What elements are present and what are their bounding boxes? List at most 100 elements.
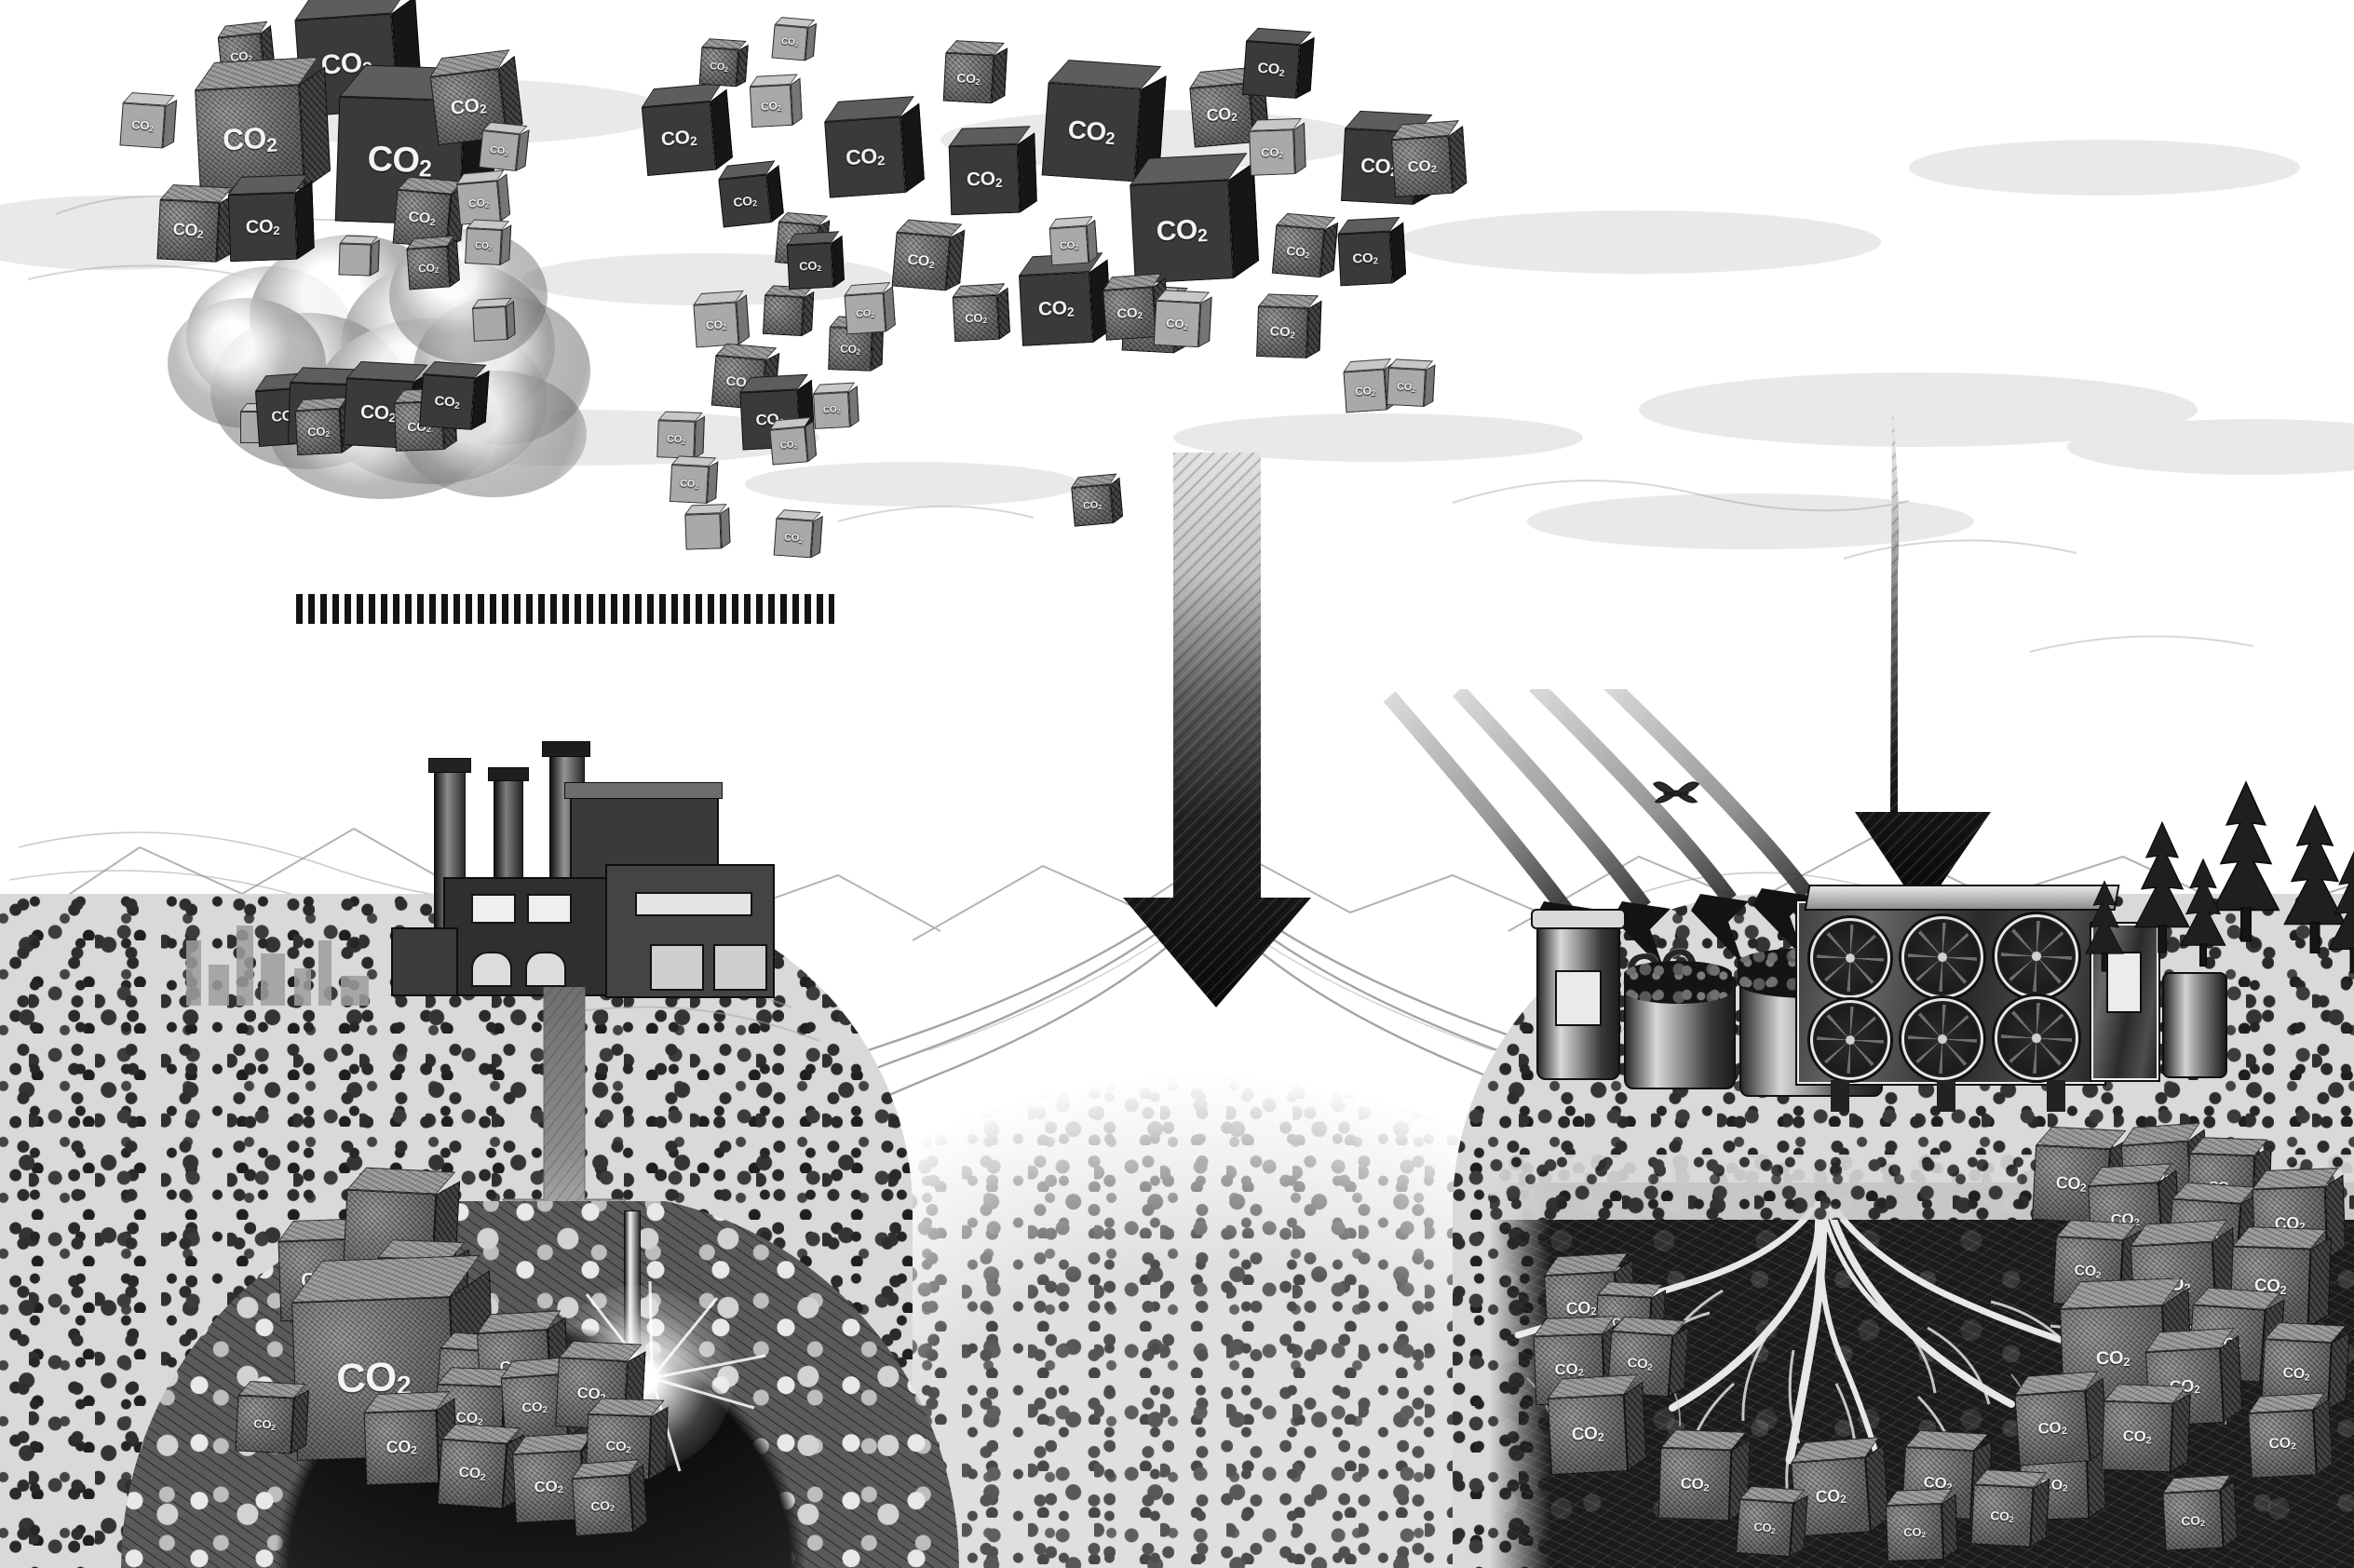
dac-fan-4	[1810, 1000, 1890, 1080]
dac-fan-5	[1901, 998, 1983, 1080]
co2-cube: CO2	[771, 17, 817, 61]
cube-front-face: CO2	[363, 1410, 440, 1486]
co2-cube-label: CO2	[222, 120, 277, 157]
co2-cube	[762, 285, 815, 337]
cube-front-face: CO2	[406, 246, 451, 291]
cube-front-face: CO2	[235, 1395, 294, 1454]
cube-side-face	[2313, 1399, 2334, 1476]
cube-front-face: CO2	[456, 181, 501, 225]
co2-cube: CO2	[844, 282, 896, 335]
cube-side-face	[720, 507, 731, 549]
cube-side-face	[1293, 122, 1306, 175]
co2-cube-label: CO2	[845, 143, 886, 170]
cube-front-face: CO2	[294, 408, 343, 456]
cube-front-face	[472, 306, 507, 342]
co2-cube-label: CO2	[1902, 1524, 1927, 1540]
dac-fan-3	[1995, 914, 2078, 998]
cube-front-face: CO2	[1242, 41, 1300, 99]
co2-cube-label: CO2	[955, 70, 981, 87]
cube-front-face: CO2	[1249, 129, 1295, 176]
cube-side-face	[2170, 1393, 2191, 1473]
co2-cube-label: CO2	[1066, 115, 1116, 149]
co2-cube-label: CO2	[366, 139, 432, 182]
co2-cube: CO2	[942, 40, 1008, 104]
co2-cube-label: CO2	[474, 240, 493, 253]
co2-cube-label: CO2	[2055, 1173, 2087, 1196]
co2-cube-label: CO2	[1155, 214, 1208, 248]
cube-front-face: CO2	[1130, 180, 1234, 284]
co2-cube-label: CO2	[1815, 1486, 1847, 1507]
cube-front-face: CO2	[1885, 1503, 1944, 1562]
conifer-tree	[2180, 858, 2226, 967]
conifer-tree	[2212, 780, 2280, 942]
co2-cube-label: CO2	[1680, 1474, 1710, 1494]
co2-cube-label: CO2	[966, 168, 1003, 191]
co2-cube: CO2	[641, 82, 733, 177]
cube-front-face: CO2	[1103, 287, 1157, 341]
biochar-heap-1	[1624, 961, 1732, 1004]
co2-cube: CO2	[1337, 216, 1406, 287]
cube-front-face: CO2	[2248, 1410, 2317, 1479]
cube-front-face: CO2	[942, 52, 994, 104]
co2-cube-label: CO2	[2095, 1347, 2131, 1370]
cube-front-face: CO2	[786, 242, 834, 291]
co2-cube-label: CO2	[1116, 304, 1143, 323]
cube-top-face	[588, 1398, 665, 1417]
cube-side-face	[847, 385, 859, 427]
co2-cube-label: CO2	[2036, 1418, 2068, 1439]
cube-front-face: CO2	[693, 302, 739, 348]
direct-air-capture-unit	[1797, 885, 2235, 1112]
co2-cube: CO2	[1736, 1485, 1808, 1557]
striped-band	[296, 594, 834, 624]
cube-front-face: CO2	[1048, 225, 1089, 266]
co2-cube: CO2	[1130, 153, 1259, 284]
co2-cube-label: CO2	[130, 117, 154, 134]
co2-cube: CO2	[456, 169, 511, 225]
cube-side-face	[2307, 1237, 2332, 1328]
cube-side-face	[2220, 1480, 2239, 1548]
co2-cube-label: CO2	[1406, 156, 1438, 177]
dac-leg-mid	[1937, 1080, 1955, 1112]
co2-cube: CO2	[1041, 60, 1167, 182]
co2-cube: CO2	[749, 74, 803, 128]
co2-cube: CO2	[1153, 290, 1212, 348]
co2-cube: CO2	[1271, 212, 1338, 278]
co2-cube-label: CO2	[1269, 323, 1295, 342]
cube-front-face	[684, 513, 722, 550]
dac-fan-6	[1995, 996, 2078, 1080]
dragonfly-icon	[1652, 781, 1700, 804]
cube-front-face: CO2	[641, 101, 717, 177]
co2-cube-label: CO2	[1351, 250, 1378, 267]
co2-cube-label: CO2	[760, 99, 782, 114]
co2-cube-label: CO2	[359, 401, 397, 426]
cube-front-face: CO2	[437, 1439, 507, 1509]
co2-cube-label: CO2	[467, 196, 490, 210]
co2-cube: CO2	[235, 1381, 310, 1454]
conifer-tree	[2283, 804, 2347, 953]
co2-cube: CO2	[363, 1391, 457, 1486]
cube-front-face: CO2	[1736, 1499, 1793, 1557]
cube-side-face	[1623, 1381, 1647, 1471]
cube-top-face	[2232, 1226, 2328, 1250]
co2-cube-label: CO2	[1626, 1355, 1653, 1373]
co2-cube-label: CO2	[2268, 1435, 2296, 1453]
cube-side-face	[2219, 1334, 2243, 1423]
cube-side-face	[1306, 300, 1322, 358]
co2-cube-label: CO2	[417, 261, 440, 276]
cube-front-face: CO2	[749, 84, 793, 128]
co2-cube	[338, 235, 380, 277]
co2-cube-label: CO2	[798, 258, 822, 274]
co2-cube: CO2	[227, 174, 315, 263]
co2-cube-label: CO2	[2180, 1512, 2206, 1529]
co2-cube: CO2	[119, 92, 178, 149]
co2-cube: CO2	[773, 509, 823, 559]
co2-cube-label: CO2	[1257, 61, 1285, 79]
conifer-tree	[2134, 820, 2190, 953]
cube-front-face: CO2	[718, 174, 772, 228]
cube-side-face	[298, 66, 331, 189]
co2-cube: CO2	[1242, 27, 1315, 99]
cube-front-face: CO2	[669, 464, 710, 505]
co2-cube-label: CO2	[732, 192, 758, 210]
cube-side-face	[648, 1406, 669, 1480]
